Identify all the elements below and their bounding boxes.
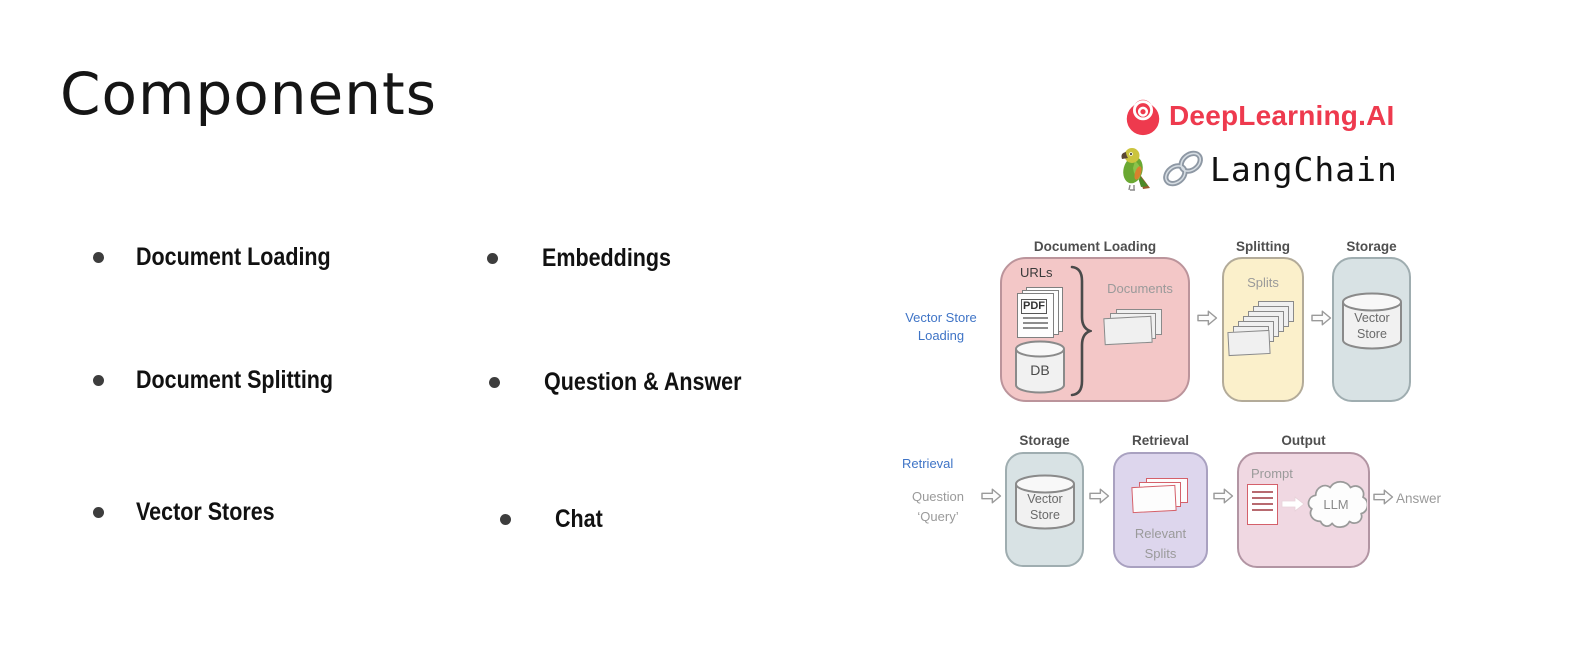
llm-cloud-icon: LLM — [1305, 476, 1369, 532]
storage-bottom-block: Vector Store — [1005, 452, 1084, 567]
langchain-logo-text: LangChain — [1210, 149, 1398, 189]
deeplearning-logo-text: DeepLearning.AI — [1169, 100, 1395, 131]
llm-label: LLM — [1323, 497, 1349, 512]
storage-top-block: Vector Store — [1332, 257, 1411, 402]
bullet-label: Document Splitting — [136, 366, 334, 394]
retrieval-block-title: Retrieval — [1131, 433, 1190, 448]
output-block: Prompt LLM — [1237, 452, 1370, 568]
prompt-doc-icon — [1247, 484, 1278, 525]
splitting-block: Splits — [1222, 257, 1304, 402]
splits-fan-icon — [1227, 301, 1304, 357]
urls-label: URLs — [1020, 265, 1053, 280]
list-item: Question & Answer — [489, 368, 774, 397]
list-item: Document Loading — [93, 243, 362, 272]
storage-bottom-title: Storage — [1019, 433, 1070, 448]
chain-link-icon — [1163, 150, 1203, 187]
parrot-icon — [1121, 148, 1150, 191]
vector-store-cylinder-icon: Vector Store — [1013, 474, 1077, 532]
output-block-title: Output — [1281, 433, 1326, 448]
db-label: DB — [1030, 362, 1050, 378]
bullet-label: Document Loading — [136, 243, 331, 271]
retrieval-block: Relevant Splits — [1113, 452, 1208, 568]
answer-label: Answer — [1396, 491, 1442, 506]
splitting-title: Splitting — [1236, 239, 1290, 254]
documents-stack-icon — [1103, 309, 1168, 349]
relevant-splits-label: Relevant Splits — [1134, 526, 1187, 561]
documents-label: Documents — [1107, 281, 1173, 296]
block-arrow-right-icon — [1311, 310, 1332, 326]
question-label: Question ‘Query’ — [911, 489, 965, 524]
prompt-label: Prompt — [1251, 466, 1293, 481]
doc-loading-block: URLs PDF DB Documents — [1000, 257, 1190, 402]
langchain-logo: LangChain — [1118, 146, 1398, 192]
deeplearning-logo: DeepLearning.AI — [1122, 94, 1394, 138]
block-arrow-right-icon — [1373, 489, 1394, 505]
doc-loading-title: Document Loading — [1033, 239, 1157, 254]
bullet-label: Question & Answer — [544, 368, 742, 396]
relevant-splits-icon — [1131, 478, 1194, 520]
retrieval-flow-label: Retrieval — [902, 456, 954, 471]
list-item: Vector Stores — [93, 498, 297, 527]
pdf-label: PDF — [1021, 299, 1047, 315]
block-arrow-right-icon — [1213, 488, 1234, 504]
loading-flow-label: Vector Store Loading — [905, 310, 977, 343]
bullet-label: Vector Stores — [136, 498, 275, 526]
list-item: Document Splitting — [93, 366, 365, 395]
bullet-icon — [93, 375, 104, 386]
bullet-icon — [93, 252, 104, 263]
list-item: Embeddings — [487, 244, 692, 273]
brace-icon — [1070, 265, 1092, 397]
bullet-icon — [500, 514, 511, 525]
bullet-icon — [93, 507, 104, 518]
bullet-label: Chat — [555, 505, 603, 533]
bullet-icon — [487, 253, 498, 264]
splits-label: Splits — [1247, 275, 1279, 290]
db-cylinder-icon: DB — [1013, 340, 1067, 394]
vector-store-cylinder-icon: Vector Store — [1340, 292, 1404, 352]
bullet-label: Embeddings — [542, 244, 672, 272]
block-arrow-right-icon — [1197, 310, 1218, 326]
block-arrow-right-icon — [1089, 488, 1110, 504]
bullet-icon — [489, 377, 500, 388]
page-title: Components — [60, 60, 437, 128]
storage-top-title: Storage — [1346, 239, 1397, 254]
list-item: Chat — [500, 505, 611, 534]
block-arrow-right-icon — [981, 488, 1002, 504]
concentric-circles-icon — [1126, 99, 1160, 136]
white-arrow-right-icon — [1281, 496, 1305, 512]
pdf-stack-icon: PDF — [1017, 287, 1073, 339]
